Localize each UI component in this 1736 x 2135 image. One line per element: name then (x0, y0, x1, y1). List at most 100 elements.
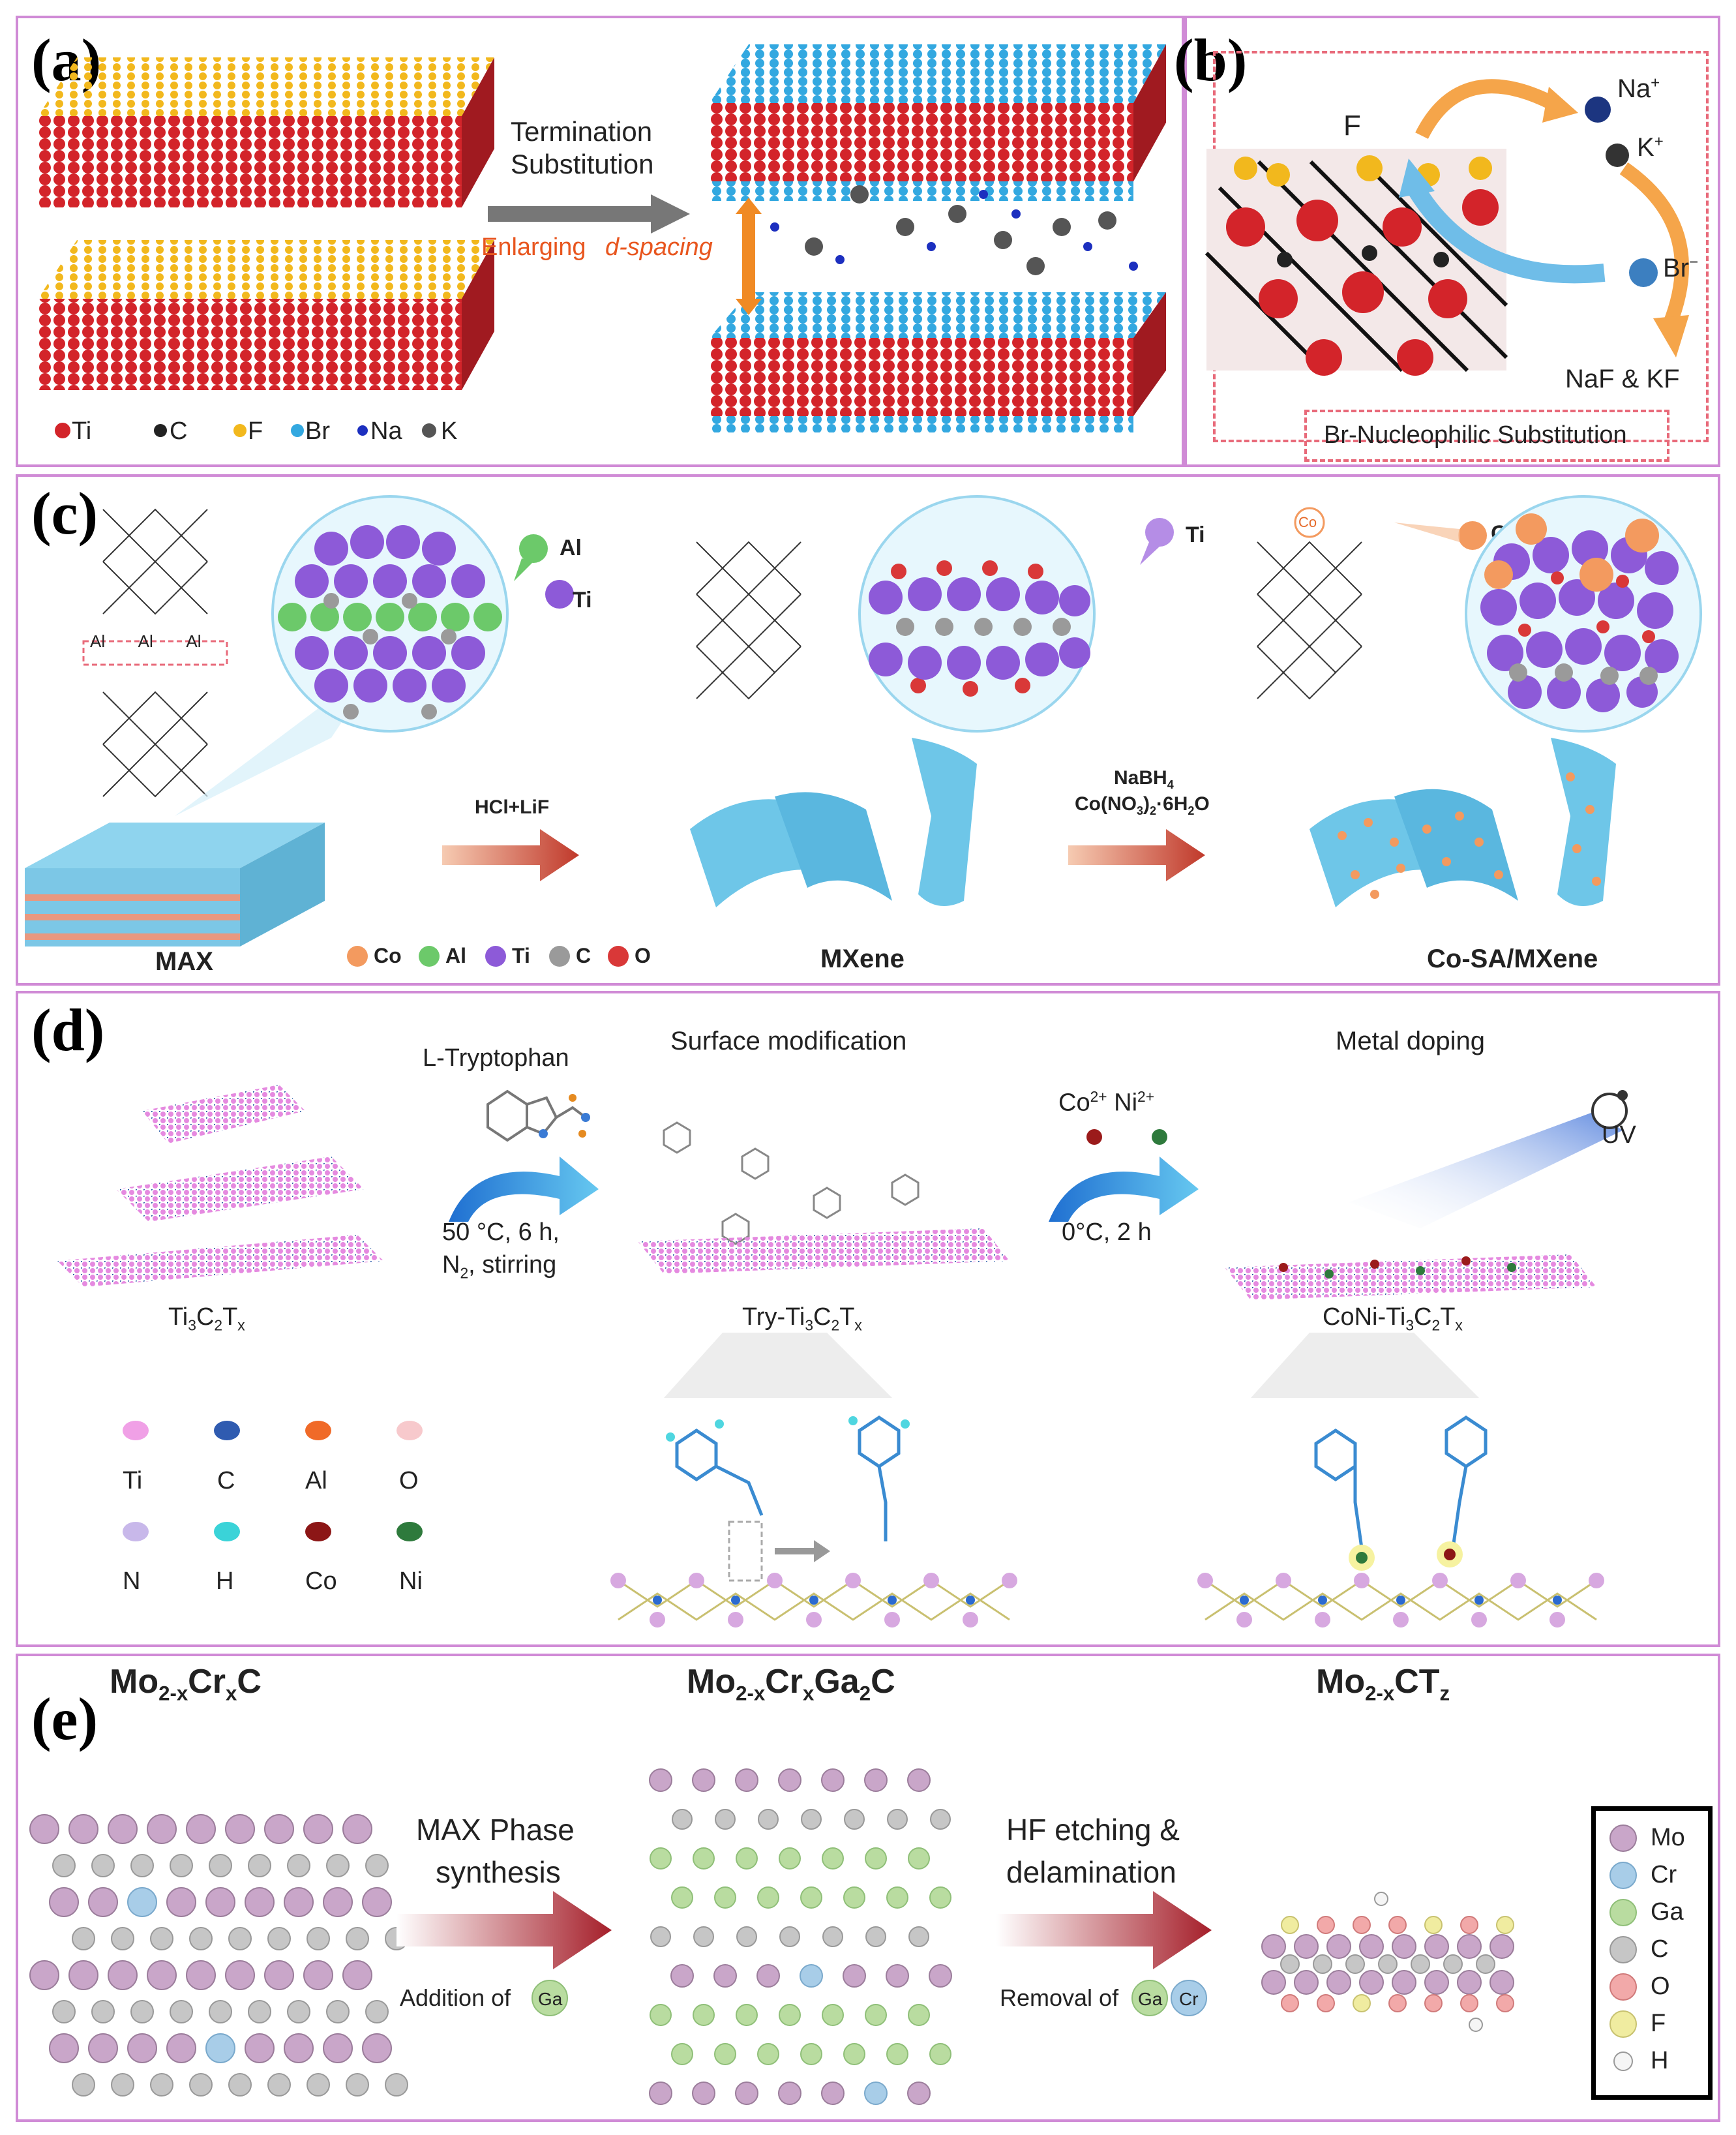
tag-ti: Ti (573, 588, 592, 613)
c-atom (52, 1854, 76, 1877)
legend-d-ti: Ti (123, 1467, 143, 1494)
f-atom (1281, 1916, 1299, 1934)
o-atom (1317, 1916, 1335, 1934)
mo-atom (303, 1814, 333, 1844)
c-atom (326, 2000, 350, 2023)
ga-atom (886, 1886, 908, 1909)
legend-f: F (248, 417, 263, 445)
c-atom (844, 1809, 865, 1830)
mo-atom (670, 1964, 694, 1988)
tryptophan-molecule (486, 1089, 590, 1142)
panel-d: (d) Ti3C2Tx L-Tryptophan 50 °C, 6 h, N2,… (16, 991, 1720, 1647)
mo-atom (1359, 1934, 1384, 1959)
mo-atom (323, 2033, 353, 2063)
ga-atom (929, 2043, 951, 2065)
label-f: F (1343, 110, 1361, 142)
mo-atom (127, 2033, 157, 2063)
mo-atom (342, 1960, 372, 1990)
mo-atom (886, 1964, 909, 1988)
cond1-line1: 50 °C, 6 h, (442, 1219, 560, 1246)
c-atom (1345, 1954, 1365, 1974)
mo-atom (323, 1887, 353, 1917)
c-atom (365, 2000, 389, 2023)
panel-c: (c) Al Al Al MAX (16, 474, 1720, 986)
c-atom (287, 1854, 310, 1877)
caption-text: Br-Nucleophilic Substitution (1324, 421, 1627, 449)
step1-curved-arrow (449, 1157, 599, 1222)
uv-label: UV (1602, 1121, 1636, 1149)
max-formula (82, 508, 228, 798)
ga-badge-1 (531, 1980, 568, 2016)
mo-atom (778, 1768, 801, 1792)
ga-atom (650, 2004, 672, 2026)
c-atom (170, 2000, 193, 2023)
ti3c2tx-sheets (57, 1085, 383, 1287)
material-3-text: CoNi-Ti (1323, 1303, 1406, 1331)
ion-ni: Ni (1114, 1089, 1138, 1117)
surface-title: Surface modification (670, 1027, 907, 1055)
f-atom (1424, 1916, 1443, 1934)
legend-d-n: N (123, 1567, 141, 1595)
label-na-text: Na (1617, 74, 1651, 103)
label-br-text: Br (1663, 254, 1689, 282)
mo-atom (821, 2082, 845, 2105)
c-atom (908, 1926, 929, 1947)
mo-atom (778, 2082, 801, 2105)
mo-atom (225, 1814, 255, 1844)
step2-line2: Co(NO3)2·6H2O (1075, 793, 1210, 817)
c-atom (170, 1854, 193, 1877)
tag-ti-2: Ti (1186, 522, 1205, 547)
c-atom (1411, 1954, 1430, 1974)
mo-atom (29, 1960, 59, 1990)
cr-atom (800, 1964, 823, 1988)
c-atom (930, 1809, 951, 1830)
removal-text: Removal of (1000, 1984, 1119, 2011)
mo-atom (1392, 1934, 1416, 1959)
material-1: Ti3C2Tx (168, 1303, 245, 1334)
c-atom (822, 1926, 843, 1947)
mo-atom (1326, 1970, 1351, 1995)
pin-al-ti (514, 534, 574, 609)
step2-line1: NaBH4 (1114, 767, 1174, 791)
ga-atom (736, 2004, 758, 2026)
legend-d-ni: Ni (399, 1567, 423, 1595)
step1-line2: synthesis (436, 1855, 561, 1889)
max-formula-al: Al Al Al (90, 631, 202, 651)
cond1-n: N (442, 1251, 460, 1279)
max-slab (25, 823, 325, 946)
c-atom (91, 1854, 115, 1877)
mo-atom (1424, 1934, 1449, 1959)
ions-label: Co2+ Ni2+ (1058, 1088, 1155, 1117)
step2-arrow (1068, 829, 1205, 881)
c-atom (307, 1927, 330, 1950)
legend-d-h: H (216, 1567, 234, 1595)
mo-atom (713, 1964, 737, 1988)
ga-atom (671, 2043, 693, 2065)
o-atom (1317, 1994, 1335, 2012)
panel-a-arrow (488, 194, 690, 234)
ga-atom (843, 2043, 865, 2065)
panel-c-legend-marks (347, 946, 629, 967)
mo-atom (1261, 1970, 1286, 1995)
legend-d-o: O (399, 1467, 419, 1494)
arrow-text-line2: Substitution (511, 149, 654, 179)
o-atom (1460, 1994, 1478, 2012)
title-3-text: Mo (1316, 1663, 1366, 1701)
panel-e-label: (e) (31, 1686, 98, 1752)
legend-d-al: Al (305, 1467, 327, 1494)
legend-na: Na (370, 417, 402, 445)
mo-atom (907, 2082, 931, 2105)
coni-lattice-zoom (1197, 1333, 1604, 1628)
max-zoom-sphere (175, 495, 509, 816)
ga-atom (714, 2043, 736, 2065)
mo-atom (264, 1814, 294, 1844)
c-atom (267, 2073, 291, 2097)
mxene-zoom-sphere (858, 495, 1096, 733)
ga-badge-1-text: Ga (538, 1989, 563, 2009)
c-atom (346, 1927, 369, 1950)
c-atom (365, 1854, 389, 1877)
ga-atom (908, 2004, 930, 2026)
mo-atom (245, 1887, 275, 1917)
o-atom (1388, 1994, 1407, 2012)
c-atom (385, 2073, 408, 2097)
